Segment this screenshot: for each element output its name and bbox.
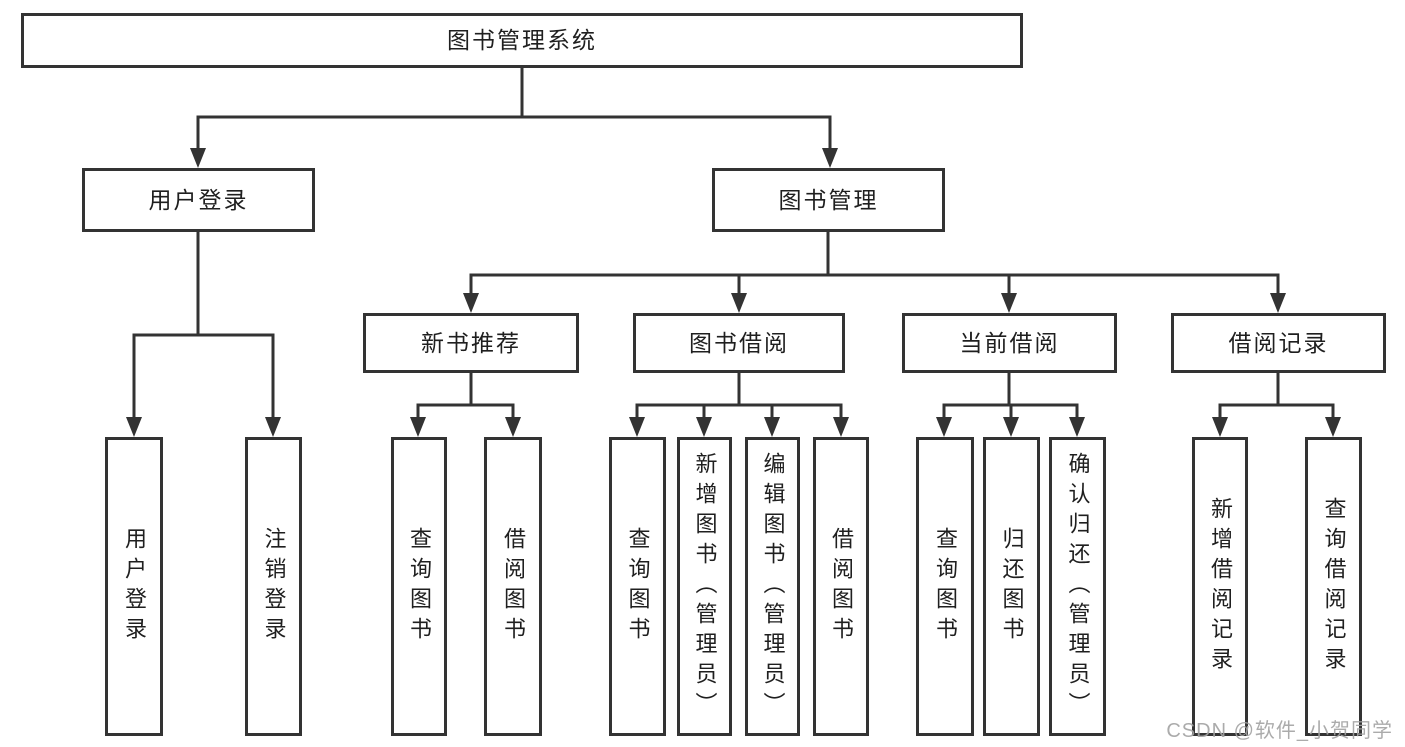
node-user-login-label: 用户登录 <box>148 186 249 213</box>
csdn-watermark: CSDN @软件_小贺同学 <box>1166 720 1393 742</box>
node-book-borrow: 图书借阅 <box>633 313 845 373</box>
node-leaf-logout: 注销登录 <box>245 437 302 736</box>
node-book-borrow-label: 图书借阅 <box>689 329 789 356</box>
node-leaf-br-add-record: 新增借阅记录 <box>1192 437 1248 736</box>
node-leaf-cb-confirm-return-label: 确认归还（管理员） <box>1065 451 1091 722</box>
node-new-book-recommend-label: 新书推荐 <box>421 329 521 356</box>
node-leaf-bb-query-book: 查询图书 <box>609 437 666 736</box>
node-leaf-cb-confirm-return: 确认归还（管理员） <box>1049 437 1106 736</box>
node-leaf-cb-return-book: 归还图书 <box>983 437 1040 736</box>
node-leaf-br-add-record-label: 新增借阅记录 <box>1208 496 1233 677</box>
node-leaf-user-login-label: 用户登录 <box>122 526 147 647</box>
node-borrow-records: 借阅记录 <box>1171 313 1386 373</box>
node-leaf-bb-borrow-book: 借阅图书 <box>813 437 869 736</box>
node-leaf-bb-edit-book: 编辑图书（管理员） <box>745 437 800 736</box>
node-leaf-cb-query-book: 查询图书 <box>916 437 974 736</box>
node-leaf-bb-add-book: 新增图书（管理员） <box>677 437 732 736</box>
node-leaf-bb-edit-book-label: 编辑图书（管理员） <box>760 451 786 722</box>
node-book-management-label: 图书管理 <box>778 186 879 213</box>
node-borrow-records-label: 借阅记录 <box>1228 329 1329 356</box>
node-current-borrow: 当前借阅 <box>902 313 1117 373</box>
node-user-login: 用户登录 <box>82 168 315 232</box>
node-leaf-bb-query-book-label: 查询图书 <box>625 526 651 647</box>
node-root: 图书管理系统 <box>21 13 1023 68</box>
node-leaf-br-query-record-label: 查询借阅记录 <box>1321 496 1347 677</box>
node-leaf-br-query-record: 查询借阅记录 <box>1305 437 1362 736</box>
node-leaf-nbr-query-book: 查询图书 <box>391 437 447 736</box>
node-leaf-user-login: 用户登录 <box>105 437 163 736</box>
node-new-book-recommend: 新书推荐 <box>363 313 579 373</box>
node-leaf-nbr-borrow-book: 借阅图书 <box>484 437 542 736</box>
node-leaf-logout-label: 注销登录 <box>261 526 287 647</box>
node-leaf-cb-return-book-label: 归还图书 <box>999 526 1025 647</box>
node-leaf-cb-query-book-label: 查询图书 <box>933 526 958 647</box>
node-current-borrow-label: 当前借阅 <box>959 329 1060 356</box>
arrowheads <box>126 148 1341 437</box>
node-leaf-bb-borrow-book-label: 借阅图书 <box>829 526 854 647</box>
node-leaf-nbr-query-book-label: 查询图书 <box>407 526 432 647</box>
node-leaf-nbr-borrow-book-label: 借阅图书 <box>501 526 526 647</box>
node-leaf-bb-add-book-label: 新增图书（管理员） <box>692 451 718 722</box>
node-book-management: 图书管理 <box>712 168 945 232</box>
node-root-label: 图书管理系统 <box>447 27 597 53</box>
